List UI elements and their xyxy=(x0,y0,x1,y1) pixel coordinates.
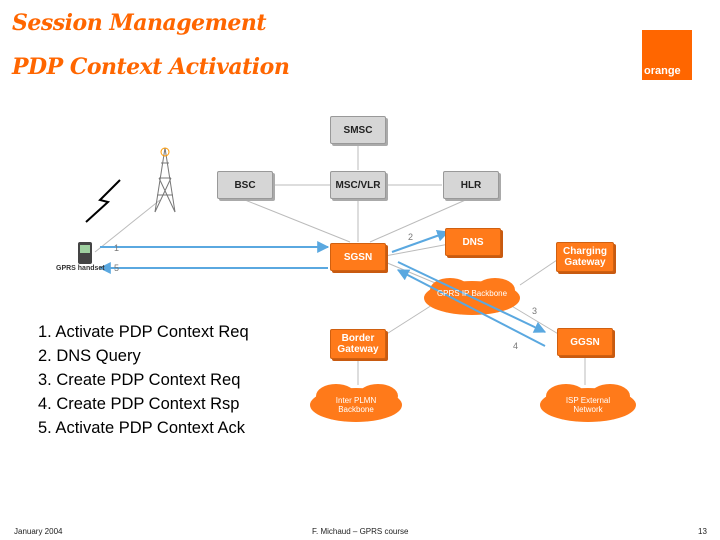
logo-text: orange xyxy=(644,65,681,77)
step-item: 1. Activate PDP Context Req xyxy=(38,323,249,341)
step-item: 3. Create PDP Context Req xyxy=(38,371,241,389)
handset-label: GPRS handset xyxy=(56,265,105,272)
inter-plmn-cloud xyxy=(310,384,402,422)
step-marker-1: 1 xyxy=(114,243,120,253)
handset-icon xyxy=(78,242,92,264)
ggsn-node: GGSN xyxy=(557,328,613,356)
slide-title: Session Management xyxy=(12,10,267,36)
step-marker-4: 4 xyxy=(513,341,519,351)
smsc-node: SMSC xyxy=(330,116,386,144)
border-gateway-node: Border Gateway xyxy=(330,329,386,359)
step-list: 1. Activate PDP Context Req 2. DNS Query… xyxy=(38,320,249,440)
gprs-backbone-label: GPRS IP Backbone xyxy=(436,289,508,298)
step-item: 5. Activate PDP Context Ack xyxy=(38,419,245,437)
hlr-node: HLR xyxy=(443,171,499,199)
charging-gateway-node: Charging Gateway xyxy=(556,242,614,272)
inter-plmn-label: Inter PLMN Backbone xyxy=(335,396,377,414)
bsc-node: BSC xyxy=(217,171,273,199)
footer-author: F. Michaud – GPRS course xyxy=(312,527,409,536)
step-item: 2. DNS Query xyxy=(38,347,141,365)
orange-logo: orange xyxy=(642,30,692,80)
step-item: 4. Create PDP Context Rsp xyxy=(38,395,240,413)
dns-node: DNS xyxy=(445,228,501,256)
isp-label: ISP External Network xyxy=(565,396,611,414)
msc-vlr-node: MSC/VLR xyxy=(330,171,386,199)
step-marker-2: 2 xyxy=(408,232,414,242)
step-marker-5: 5 xyxy=(114,263,120,273)
footer-date: January 2004 xyxy=(14,527,63,536)
step-marker-3: 3 xyxy=(532,306,538,316)
page-number: 13 xyxy=(698,527,707,536)
sgsn-node: SGSN xyxy=(330,243,386,271)
isp-cloud xyxy=(540,384,636,422)
slide-subtitle: PDP Context Activation xyxy=(12,54,290,80)
radio-link-icon xyxy=(85,179,121,223)
message-arrows xyxy=(98,229,547,347)
antenna-tower-icon xyxy=(154,147,176,213)
